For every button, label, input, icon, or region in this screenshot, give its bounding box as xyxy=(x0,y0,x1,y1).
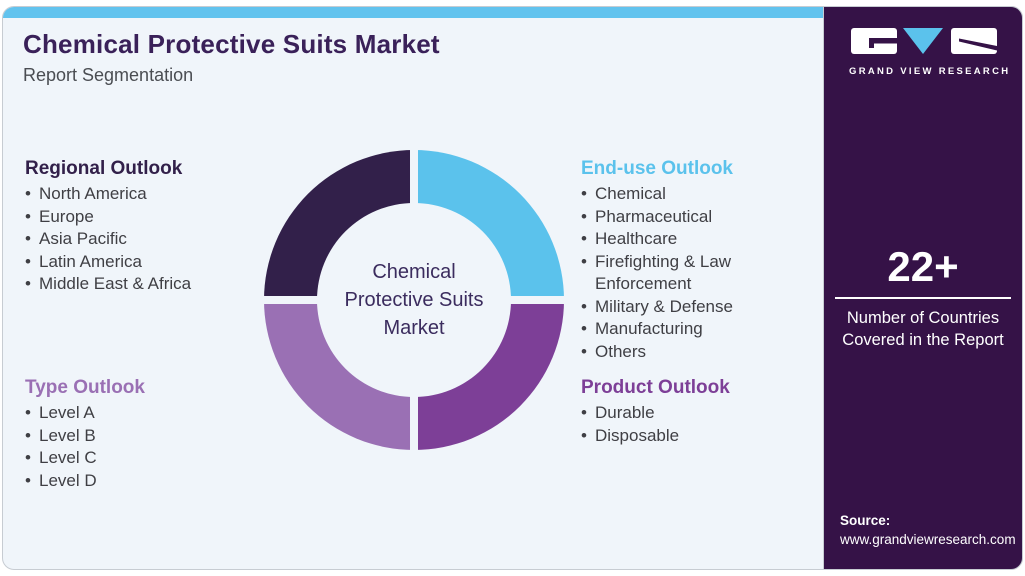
brand-name: GRAND VIEW RESEARCH xyxy=(849,66,1011,77)
donut-center: Chemical Protective Suits Market xyxy=(317,203,511,397)
source-attribution: Source: www.grandviewresearch.com xyxy=(840,513,1016,547)
list-item: North America xyxy=(25,183,240,206)
list-item: Military & Defense xyxy=(581,296,796,319)
section-enduse-outlook: End-use Outlook ChemicalPharmaceuticalHe… xyxy=(581,157,796,363)
section-product-outlook: Product Outlook DurableDisposable xyxy=(581,376,796,447)
section-list: Level ALevel BLevel CLevel D xyxy=(25,402,240,492)
list-item: Asia Pacific xyxy=(25,228,240,251)
list-item: Latin America xyxy=(25,251,240,274)
list-item: Level A xyxy=(25,402,240,425)
list-item: Durable xyxy=(581,402,796,425)
brand-logo: GRAND VIEW RESEARCH xyxy=(849,27,1011,77)
list-item: Pharmaceutical xyxy=(581,206,796,229)
source-label: Source: xyxy=(840,513,891,528)
stat-value: 22+ xyxy=(887,243,959,290)
header: Chemical Protective Suits Market Report … xyxy=(23,29,440,86)
section-list: DurableDisposable xyxy=(581,402,796,447)
list-item: Middle East & Africa xyxy=(25,273,240,296)
donut-chart: Chemical Protective Suits Market xyxy=(262,148,566,452)
section-type-outlook: Type Outlook Level ALevel BLevel CLevel … xyxy=(25,376,240,492)
donut-center-label: Chemical Protective Suits Market xyxy=(344,261,484,339)
section-regional-outlook: Regional Outlook North AmericaEuropeAsia… xyxy=(25,157,240,296)
section-heading: End-use Outlook xyxy=(581,158,733,179)
section-heading: Product Outlook xyxy=(581,377,730,398)
section-heading: Type Outlook xyxy=(25,377,145,398)
gvr-logo-icon xyxy=(851,28,997,54)
top-accent-bar xyxy=(3,7,824,18)
list-item: Manufacturing xyxy=(581,318,796,341)
section-list: North AmericaEuropeAsia PacificLatin Ame… xyxy=(25,183,240,296)
stat-label: Number of Countries Covered in the Repor… xyxy=(842,309,1004,349)
page-title: Chemical Protective Suits Market xyxy=(23,29,440,59)
stat-divider xyxy=(835,297,1011,299)
list-item: Level C xyxy=(25,447,240,470)
list-item: Chemical xyxy=(581,183,796,206)
section-list: ChemicalPharmaceuticalHealthcareFirefigh… xyxy=(581,183,796,363)
list-item: Others xyxy=(581,341,796,364)
list-item: Disposable xyxy=(581,425,796,448)
list-item: Level B xyxy=(25,425,240,448)
page-subtitle: Report Segmentation xyxy=(23,65,194,85)
list-item: Firefighting & Law Enforcement xyxy=(581,251,796,296)
list-item: Europe xyxy=(25,206,240,229)
list-item: Level D xyxy=(25,470,240,493)
section-heading: Regional Outlook xyxy=(25,158,183,179)
countries-stat: 22+ Number of Countries Covered in the R… xyxy=(834,243,1012,351)
list-item: Healthcare xyxy=(581,228,796,251)
source-url: www.grandviewresearch.com xyxy=(840,532,1016,547)
sidebar: GRAND VIEW RESEARCH 22+ Number of Countr… xyxy=(823,6,1023,570)
